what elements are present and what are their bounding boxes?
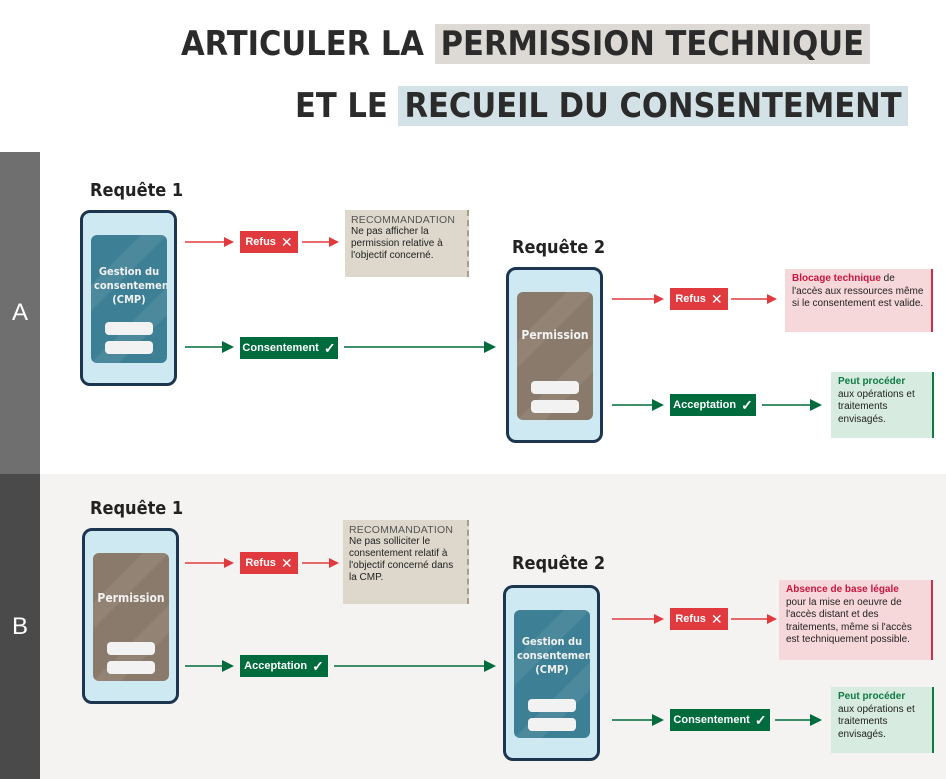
cmp-screen-label: Gestion du consentement (CMP) bbox=[517, 635, 590, 676]
screen-button-2 bbox=[531, 400, 579, 413]
refus-label: Refus bbox=[675, 293, 706, 305]
cross-icon: ✕ bbox=[710, 610, 723, 627]
cross-icon: ✕ bbox=[280, 233, 293, 250]
result-keyword: Absence de base légale bbox=[786, 584, 899, 595]
section-b-accept-tag-1: Acceptation ✓ bbox=[240, 655, 328, 677]
screen-button-1 bbox=[105, 322, 153, 335]
result-text: de l'accès aux ressources même si le con… bbox=[792, 273, 924, 309]
screen-button-2 bbox=[105, 341, 153, 354]
section-b-label: B bbox=[11, 612, 28, 640]
screen-button-2 bbox=[528, 718, 576, 731]
section-a-refus-tag-2: Refus ✕ bbox=[670, 288, 728, 310]
permission-screen: Permission bbox=[93, 553, 169, 681]
reco-text: Ne pas afficher la permission relative à… bbox=[351, 226, 443, 261]
section-a-label: A bbox=[11, 299, 28, 326]
screen-button-2 bbox=[107, 661, 155, 674]
section-b-refus-tag-1: Refus ✕ bbox=[240, 552, 298, 574]
section-b-phone-1: Permission bbox=[82, 528, 179, 704]
permission-screen: Permission bbox=[517, 292, 593, 420]
section-a-accept-tag-2: Acceptation ✓ bbox=[670, 394, 756, 416]
title-prefix-2: ET LE bbox=[295, 86, 399, 126]
reco-heading: RECOMMANDATION bbox=[349, 524, 454, 536]
title-line-1: ARTICULER LA PERMISSION TECHNIQUE bbox=[181, 22, 870, 66]
title-highlight-2: RECUEIL DU CONSENTEMENT bbox=[398, 86, 908, 126]
section-b-bar: B bbox=[0, 474, 40, 779]
section-b-req1-title: Requête 1 bbox=[90, 498, 184, 519]
permission-screen-label: Permission bbox=[97, 591, 165, 605]
accept-label: Acceptation bbox=[673, 399, 737, 411]
section-a-bar: A bbox=[0, 152, 40, 474]
check-icon: ✓ bbox=[323, 339, 336, 356]
result-text: aux opérations et traitements envisagés. bbox=[838, 388, 915, 425]
cmp-screen: Gestion du consentement (CMP) bbox=[91, 235, 167, 363]
result-keyword: Peut procéder bbox=[838, 376, 906, 387]
check-icon: ✓ bbox=[312, 657, 324, 674]
reco-heading: RECOMMANDATION bbox=[351, 214, 456, 226]
consent-label: Consentement bbox=[673, 714, 750, 726]
accept-label: Acceptation bbox=[244, 660, 308, 672]
title-highlight-1: PERMISSION TECHNIQUE bbox=[434, 24, 870, 64]
result-text: aux opérations et traitements envisagés. bbox=[838, 703, 915, 740]
check-icon: ✓ bbox=[741, 396, 753, 413]
section-a-phone-2: Permission bbox=[506, 267, 603, 443]
result-keyword: Peut procéder bbox=[838, 691, 906, 702]
cmp-screen: Gestion du consentement (CMP) bbox=[514, 610, 590, 738]
section-b-phone-2: Gestion du consentement (CMP) bbox=[503, 585, 600, 761]
section-b-result-proceed: Peut procéder aux opérations et traiteme… bbox=[831, 687, 934, 753]
permission-screen-label: Permission bbox=[521, 328, 589, 342]
section-a-recommendation: RECOMMANDATION Ne pas afficher la permis… bbox=[345, 210, 469, 277]
section-a-consent-tag-1: Consentement ✓ bbox=[240, 337, 338, 359]
section-a-phone-1: Gestion du consentement (CMP) bbox=[80, 210, 177, 386]
screen-button-1 bbox=[107, 642, 155, 655]
check-icon: ✓ bbox=[754, 711, 767, 728]
section-b-refus-tag-2: Refus ✕ bbox=[670, 608, 728, 630]
title-prefix-1: ARTICULER LA bbox=[181, 24, 435, 64]
title-line-2: ET LE RECUEIL DU CONSENTEMENT bbox=[295, 84, 908, 128]
cross-icon: ✕ bbox=[280, 554, 293, 571]
section-a-req2-title: Requête 2 bbox=[512, 237, 606, 258]
result-text: pour la mise en oeuvre de l'accès distan… bbox=[786, 596, 912, 646]
result-keyword: Blocage technique bbox=[792, 273, 881, 284]
section-b-result-no-legal-basis: Absence de base légale pour la mise en o… bbox=[779, 580, 933, 660]
screen-button-1 bbox=[531, 381, 579, 394]
refus-label: Refus bbox=[245, 557, 276, 569]
reco-text: Ne pas solliciter le consentement relati… bbox=[349, 536, 454, 583]
section-a-refus-tag-1: Refus ✕ bbox=[240, 231, 298, 253]
refus-label: Refus bbox=[245, 236, 276, 248]
section-a-req1-title: Requête 1 bbox=[90, 180, 184, 201]
section-b-recommendation: RECOMMANDATION Ne pas solliciter le cons… bbox=[343, 520, 469, 604]
cross-icon: ✕ bbox=[710, 290, 723, 307]
consent-label: Consentement bbox=[242, 342, 319, 354]
section-a-result-proceed: Peut procéder aux opérations et traiteme… bbox=[831, 372, 934, 438]
section-b-req2-title: Requête 2 bbox=[512, 553, 606, 574]
cmp-screen-label: Gestion du consentement (CMP) bbox=[94, 265, 167, 306]
screen-button-1 bbox=[528, 699, 576, 712]
refus-label: Refus bbox=[675, 613, 706, 625]
section-b-consent-tag-2: Consentement ✓ bbox=[670, 709, 770, 731]
section-a-result-blocked: Blocage technique de l'accès aux ressour… bbox=[785, 269, 933, 332]
